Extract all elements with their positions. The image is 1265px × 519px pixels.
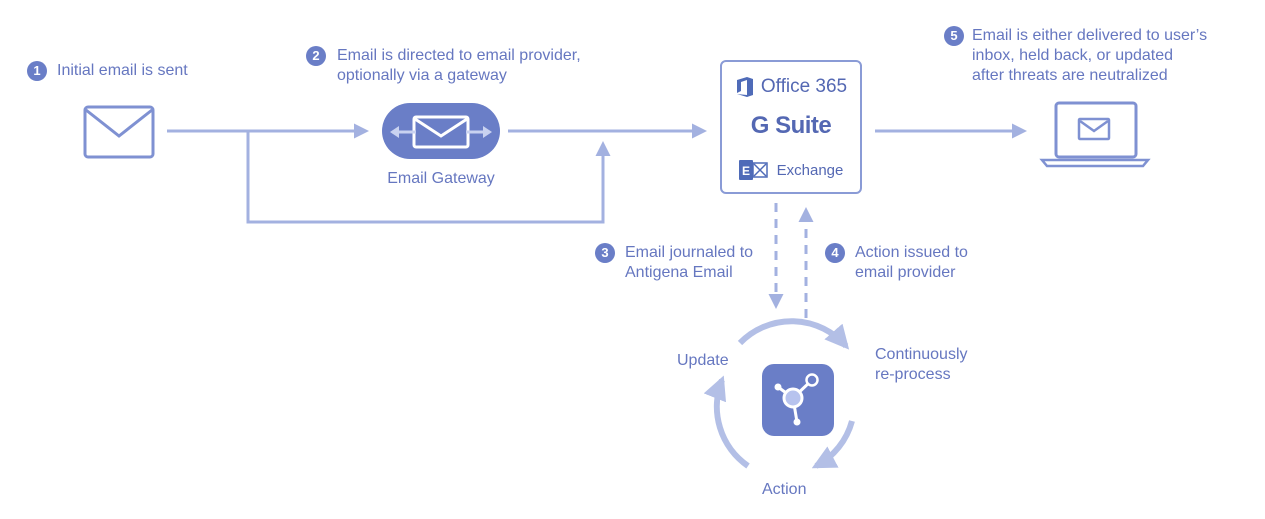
exchange-icon: E bbox=[738, 160, 768, 180]
step-1-label: Initial email is sent bbox=[57, 62, 188, 79]
step-3-badge: 3 bbox=[595, 243, 615, 263]
cycle-reprocess-label: Continuously re-process bbox=[875, 346, 968, 383]
email-gateway-label: Email Gateway bbox=[387, 170, 495, 187]
step-5-label: Email is either delivered to user’s inbo… bbox=[972, 27, 1208, 84]
step-4-badge: 4 bbox=[825, 243, 845, 263]
office-icon bbox=[736, 77, 753, 97]
email-gateway-icon bbox=[382, 103, 500, 159]
cycle-update-label: Update bbox=[677, 352, 729, 369]
office365-logo: Office 365 bbox=[722, 76, 860, 98]
email-envelope-icon bbox=[83, 105, 155, 159]
step-2-badge: 2 bbox=[306, 46, 326, 66]
office365-text: Office 365 bbox=[760, 76, 848, 97]
svg-text:E: E bbox=[742, 164, 750, 178]
flow-bypass-path bbox=[246, 131, 611, 224]
step-2-label: Email is directed to email provider, opt… bbox=[337, 47, 581, 84]
step-5-badge: 5 bbox=[944, 26, 964, 46]
email-provider-box: Office 365 G Suite E Exchange bbox=[720, 60, 862, 194]
laptop-icon bbox=[1039, 101, 1151, 168]
exchange-text: Exchange bbox=[776, 161, 844, 179]
exchange-logo: E Exchange bbox=[722, 158, 860, 182]
step-1-badge: 1 bbox=[27, 61, 47, 81]
step-3-label: Email journaled to Antigena Email bbox=[625, 244, 754, 281]
gsuite-logo: G Suite bbox=[722, 112, 860, 140]
gsuite-text: G Suite bbox=[750, 112, 832, 139]
cycle-arrows bbox=[703, 318, 855, 469]
antigena-email-icon bbox=[762, 364, 834, 436]
step-4-label: Action issued to email provider bbox=[855, 244, 968, 281]
cycle-action-label: Action bbox=[762, 481, 807, 498]
